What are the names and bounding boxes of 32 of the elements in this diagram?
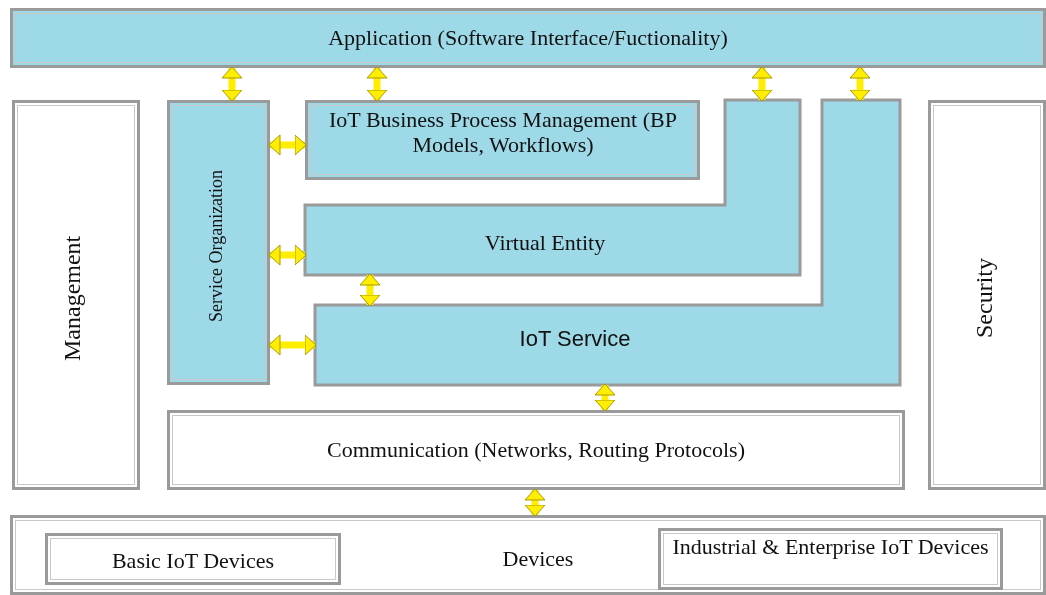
layer-label: Application (Software Interface/Fuctionality) xyxy=(327,25,729,51)
double-arrow xyxy=(221,66,243,102)
layer-label: Service Organization xyxy=(206,168,227,324)
layer-label: Security xyxy=(971,257,998,340)
layer-label: Management xyxy=(59,234,86,363)
application-layer-bar xyxy=(10,8,1046,68)
layer-label: Basic IoT Devices xyxy=(110,548,276,574)
security-panel xyxy=(928,100,1046,490)
double-arrow xyxy=(268,244,307,266)
management-panel xyxy=(12,100,140,490)
service-organization-panel xyxy=(167,100,270,385)
double-arrow xyxy=(268,334,317,356)
communication-layer-bar xyxy=(167,410,905,490)
layer-label: IoT Business Process Management (BP Models, Workflows) xyxy=(328,107,678,158)
layer-label: IoT Service xyxy=(518,326,632,352)
double-arrow xyxy=(268,134,307,156)
layer-label: Virtual Entity xyxy=(483,230,607,256)
double-arrow xyxy=(594,383,616,412)
double-arrow xyxy=(849,66,871,102)
device-box xyxy=(658,528,1003,590)
iot-service-block xyxy=(315,100,900,385)
double-arrow xyxy=(359,273,381,307)
double-arrow xyxy=(366,66,388,102)
virtual-entity-block xyxy=(305,100,800,275)
process-management-box xyxy=(305,100,700,180)
layer-label: Communication (Networks, Routing Protocols) xyxy=(326,437,746,463)
double-arrow xyxy=(751,66,773,102)
device-box xyxy=(45,533,341,585)
devices-layer-bar xyxy=(10,515,1046,595)
layer-label: Industrial & Enterprise IoT Devices xyxy=(671,534,990,560)
layer-label: Devices xyxy=(501,546,575,572)
double-arrow xyxy=(524,488,546,517)
